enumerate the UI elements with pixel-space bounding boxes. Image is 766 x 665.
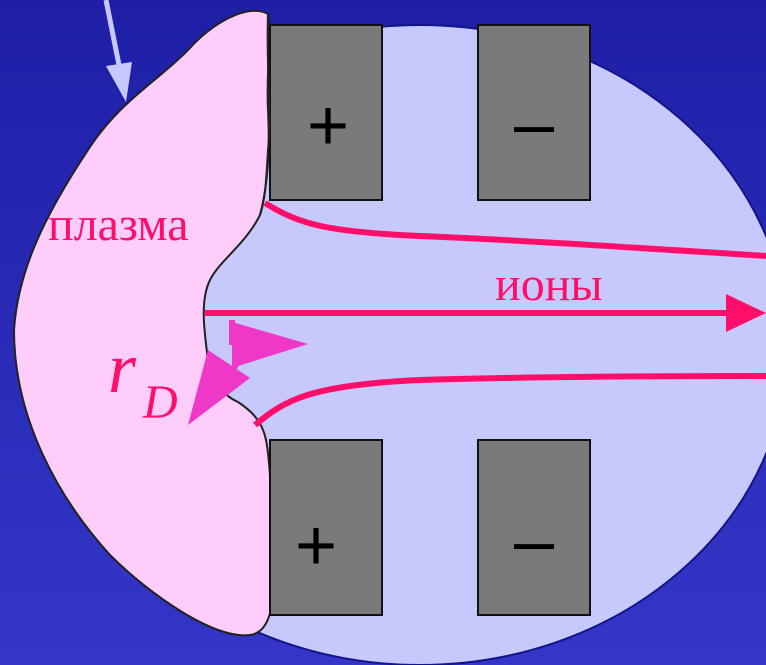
pointer-arrow <box>103 0 132 102</box>
electrode-sign-minus: – <box>514 84 555 164</box>
ion-beam-upper-line <box>263 200 766 259</box>
electrode-sign-minus: – <box>514 501 555 581</box>
electrode-sign-plus: + <box>295 506 337 586</box>
electrode-top-left: + <box>269 24 383 201</box>
ion-beam-lower-line <box>253 373 766 428</box>
electrode-bottom-right: – <box>477 439 591 616</box>
pointer-arrow-stem <box>103 0 123 71</box>
debye-subscript: D <box>142 376 178 429</box>
electrode-top-right: – <box>477 24 591 201</box>
debye-symbol: r <box>108 328 137 408</box>
electrode-sign-plus: + <box>307 86 349 166</box>
ion-beam <box>205 200 766 428</box>
electrode-bottom-left: + <box>269 439 383 616</box>
debye-arrow-down <box>188 350 250 425</box>
debye-arrow-right <box>232 322 308 368</box>
debye-length-marker <box>188 320 308 425</box>
ions-label: ионы <box>495 258 603 311</box>
ion-beam-arrowhead <box>726 294 766 332</box>
pointer-arrow-head <box>106 62 132 102</box>
plasma-edge <box>259 13 271 216</box>
plasma-label: плазма <box>48 198 189 251</box>
